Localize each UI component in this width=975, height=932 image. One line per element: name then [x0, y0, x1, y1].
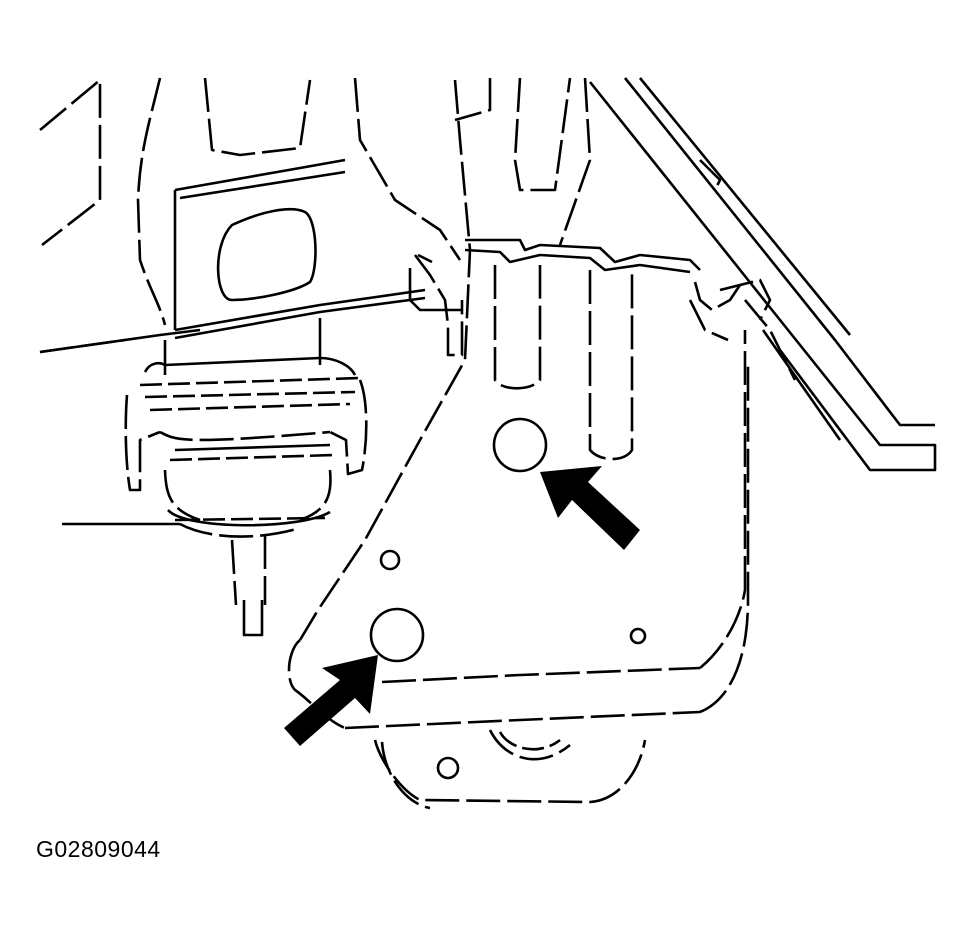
- lower-bolt-hole: [369, 607, 425, 663]
- housing-ribs: [454, 77, 742, 461]
- figure-code-label: G02809044: [36, 836, 161, 862]
- lower-arrow: [284, 655, 378, 746]
- bolt-holes: [369, 417, 548, 663]
- upper-bracket-slot: [216, 208, 317, 302]
- upper-left-body-panel: [39, 77, 462, 354]
- mounting-bracket-plate: [287, 79, 750, 810]
- engine-mount: [62, 318, 368, 637]
- callout-arrows: [284, 466, 640, 746]
- upper-bolt-hole: [492, 417, 548, 473]
- frame-rail: [588, 77, 937, 472]
- upper-arrow: [540, 466, 640, 550]
